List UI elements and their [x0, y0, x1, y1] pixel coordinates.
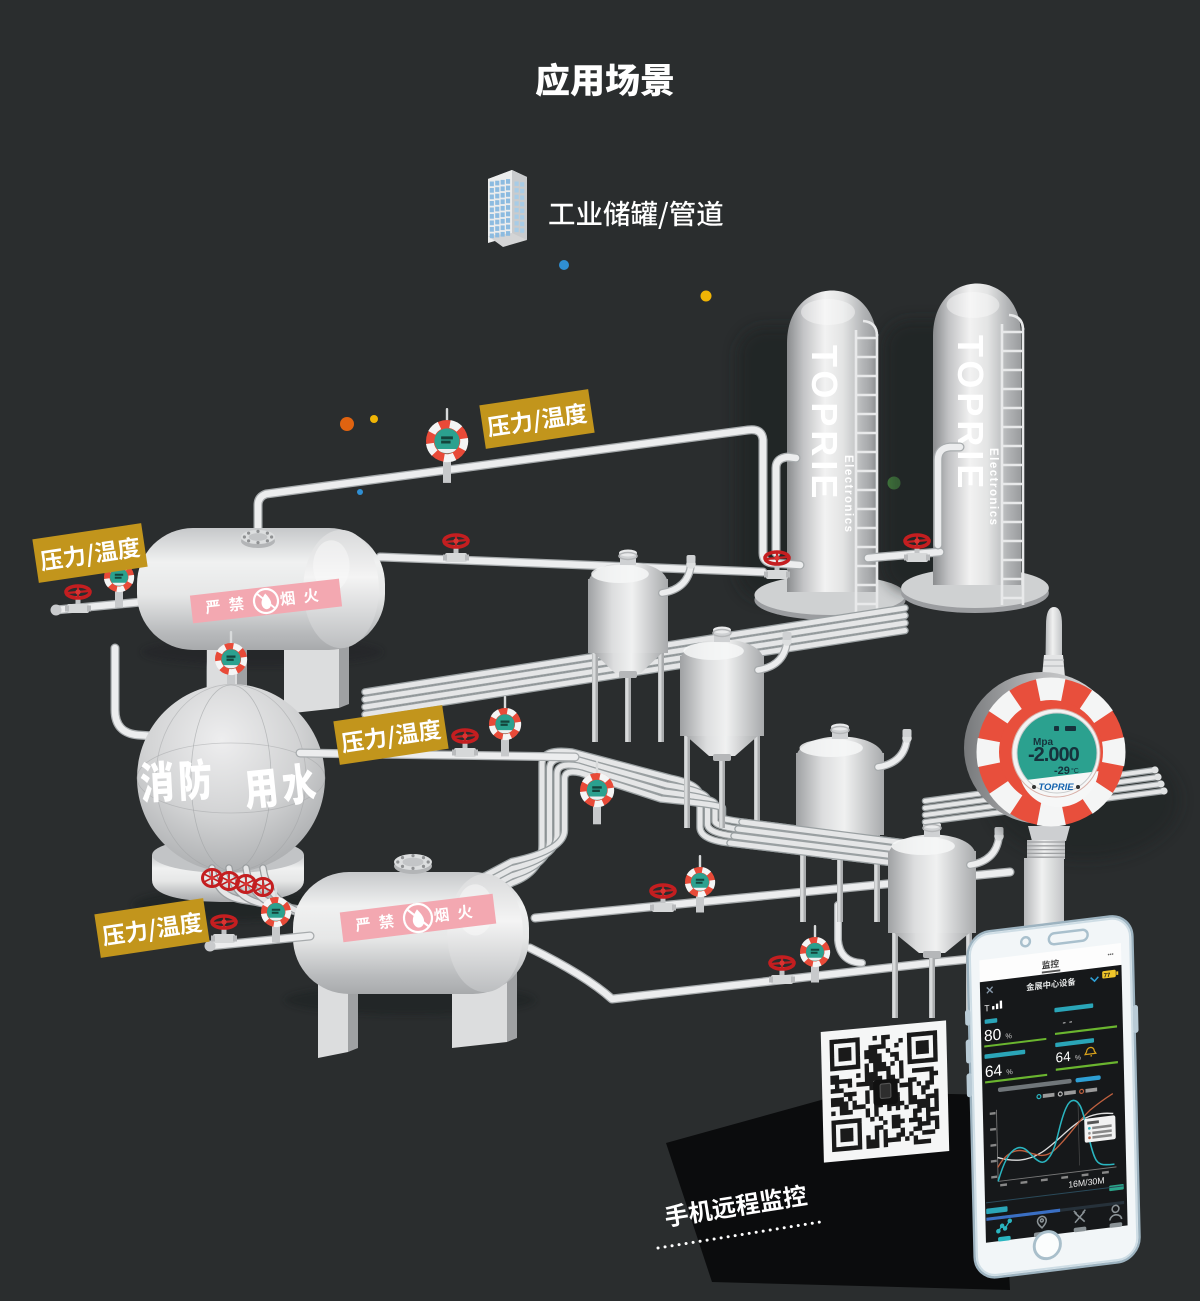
svg-text:TOPRIE: TOPRIE	[950, 335, 991, 492]
svg-text:%: %	[1075, 1055, 1081, 1063]
svg-text:Electronics: Electronics	[987, 448, 999, 527]
svg-text:%: %	[1005, 1031, 1012, 1041]
svg-text:°C: °C	[1071, 767, 1079, 775]
svg-text:Mpa: Mpa	[1033, 737, 1053, 748]
svg-text:-29: -29	[1054, 765, 1070, 777]
svg-text:Electronics: Electronics	[842, 455, 854, 534]
svg-text:-2.000: -2.000	[1028, 744, 1080, 766]
svg-text:- -: - -	[1062, 1016, 1073, 1029]
svg-text:64: 64	[985, 1062, 1003, 1081]
svg-text:T: T	[984, 1003, 990, 1014]
svg-text:16M/30M: 16M/30M	[1068, 1175, 1105, 1190]
svg-text:80: 80	[984, 1026, 1002, 1045]
svg-text:TOPRIE: TOPRIE	[804, 345, 845, 502]
svg-text:77: 77	[1104, 973, 1111, 980]
svg-text:TOPRIE: TOPRIE	[1038, 782, 1074, 793]
svg-text:64: 64	[1055, 1049, 1071, 1066]
svg-text:•••: •••	[1108, 952, 1114, 959]
svg-text:%: %	[1006, 1067, 1013, 1077]
